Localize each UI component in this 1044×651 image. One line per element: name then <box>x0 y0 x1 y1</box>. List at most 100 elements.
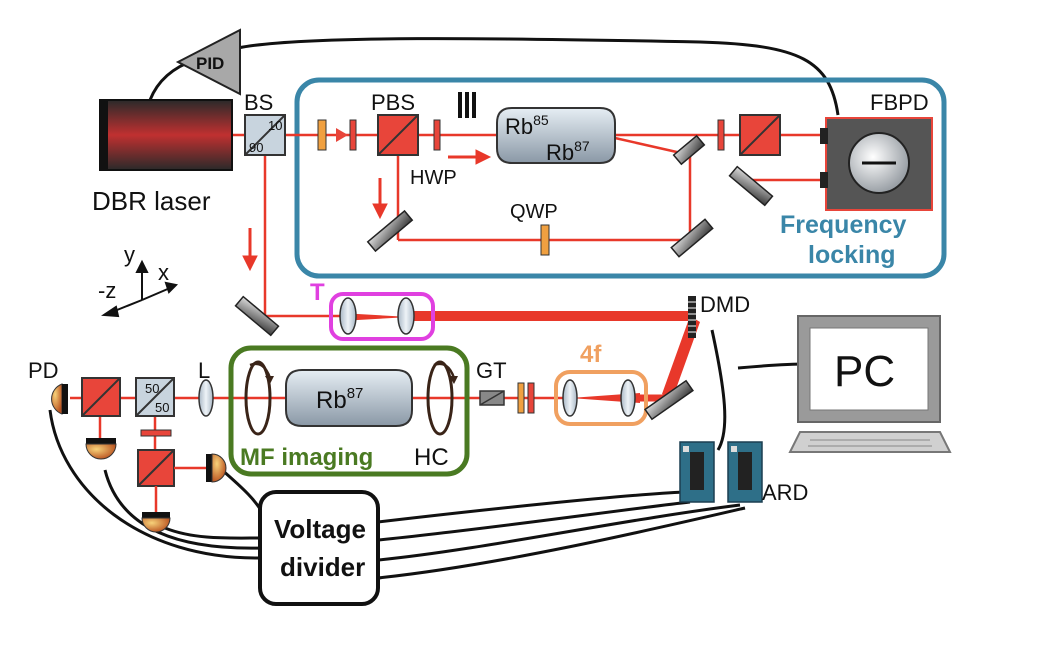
hwp-plate <box>433 119 441 151</box>
axis-y-arrow <box>135 259 149 273</box>
fbpd-port-top <box>820 128 828 144</box>
beam-direction-arrows <box>242 149 492 272</box>
bs-diagonal <box>244 114 286 156</box>
pid-controller: PID <box>175 28 241 96</box>
lens-label: L <box>198 358 210 383</box>
waveplate-4f-2 <box>527 382 535 414</box>
helmholtz-coil-right <box>426 360 454 436</box>
cable-pd-vd <box>48 409 263 560</box>
bs-ratio-bottom: 90 <box>249 140 263 155</box>
telescope-lens-1 <box>339 297 357 335</box>
bs-ratio-top: 10 <box>268 118 282 133</box>
hc-label: HC <box>414 444 449 471</box>
mirror-lower-left <box>366 209 414 253</box>
rb-reference-cell <box>496 107 616 164</box>
axis-z-arrow <box>101 305 120 318</box>
pbs-diagonal <box>377 114 419 156</box>
pc-label: PC <box>834 347 895 396</box>
blocker-bar-3 <box>472 92 476 118</box>
cable-dmd-ard <box>710 329 727 451</box>
cable-vd-ard4 <box>377 506 746 580</box>
axis-y-label: y <box>124 242 135 267</box>
waveplate-4f-1 <box>517 382 525 414</box>
mf-imaging-box <box>228 345 470 477</box>
cell-text: Rb87 <box>316 385 363 414</box>
rb87-vapor-cell <box>285 369 413 427</box>
arrow-down-1-head <box>242 255 258 272</box>
qwp-label: QWP <box>510 201 558 223</box>
pd4-face <box>206 454 212 482</box>
ard-label: ARD <box>762 480 808 505</box>
waveplate-1 <box>317 119 327 151</box>
cable-pid-fbpd <box>237 37 840 116</box>
pid-triangle <box>175 28 241 96</box>
pbs-detection-diagonal <box>81 377 121 417</box>
mirror-4f <box>644 379 694 421</box>
dbr-laser: DBR laser <box>92 99 233 216</box>
freq-locking-line1: Frequency <box>780 211 907 239</box>
pd2-face <box>86 438 116 444</box>
dmd-body <box>688 296 696 338</box>
dbr-laser-label: DBR laser <box>92 186 211 216</box>
gt-label: GT <box>476 358 507 383</box>
blocker-bar-1 <box>458 92 462 118</box>
rb87-superscript: 87 <box>574 138 590 154</box>
frequency-locking-box <box>294 77 947 279</box>
voltage-line2: divider <box>280 552 365 582</box>
pd4-detector <box>211 453 227 483</box>
arrow-right-head <box>475 149 492 165</box>
cell-sup-label: 87 <box>347 385 364 402</box>
beam-blocker <box>458 92 476 118</box>
fourf-lens-2 <box>620 379 636 417</box>
bs-label: BS <box>244 90 273 115</box>
axis-z-label: -z <box>98 278 116 303</box>
beam-wide <box>410 311 696 321</box>
axis-x-label: x <box>158 260 169 285</box>
arduino-chip-2 <box>738 452 752 490</box>
hwp-label: HWP <box>410 167 457 189</box>
voltage-line1: Voltage <box>274 514 366 544</box>
mirror-bs-down <box>234 295 280 337</box>
voltage-divider-box <box>258 490 380 606</box>
fbpd-port-bottom <box>820 172 828 188</box>
beam-telescope-cone <box>340 313 410 321</box>
coil-arrowhead-right <box>449 376 458 384</box>
cell-rb-label: Rb <box>316 387 347 414</box>
pc-computer-icon: PC <box>788 315 952 453</box>
voltage-divider: Voltage divider <box>258 490 380 606</box>
mf-imaging-label: MF imaging <box>240 444 373 471</box>
rb85-label: Rb <box>505 114 533 139</box>
pd2-detector <box>85 443 117 460</box>
cable-vd-ard3 <box>377 503 741 562</box>
pd3-detector <box>141 517 171 533</box>
pd3-face <box>142 512 170 518</box>
rb85-text: Rb85 <box>505 112 549 139</box>
dmd-pixels <box>688 301 696 333</box>
detection-optics: PD 50 50 L <box>28 358 227 533</box>
arrow-down-2-head <box>372 203 388 220</box>
laser-body <box>99 99 233 171</box>
pc-screen <box>809 327 929 411</box>
cable-vd-ard1 <box>377 490 686 524</box>
bs-50-50-diagonal <box>135 377 175 417</box>
blocker-bar-2 <box>465 92 469 118</box>
telescope-label: T <box>310 279 325 306</box>
arduino-boards: ARD <box>679 441 808 505</box>
pc-keyboard <box>788 431 952 453</box>
qwp-plate <box>540 224 550 256</box>
arduino-chip-1 <box>690 452 704 490</box>
splitter-top-label: 50 <box>145 381 159 396</box>
rb87-label: Rb <box>546 140 574 165</box>
beam-splitter-bs: BS 10 90 <box>244 90 286 156</box>
lens-l <box>198 379 214 417</box>
cable-vd-ard2 <box>377 500 691 542</box>
fourf-lens-1 <box>562 379 578 417</box>
mirror-upper-right <box>672 134 706 166</box>
mirror-lower-right <box>670 218 714 258</box>
pd-label: PD <box>28 358 59 383</box>
coordinate-axes <box>101 259 179 318</box>
fourf-box <box>554 370 648 426</box>
waveplate-fbpd <box>717 119 725 151</box>
